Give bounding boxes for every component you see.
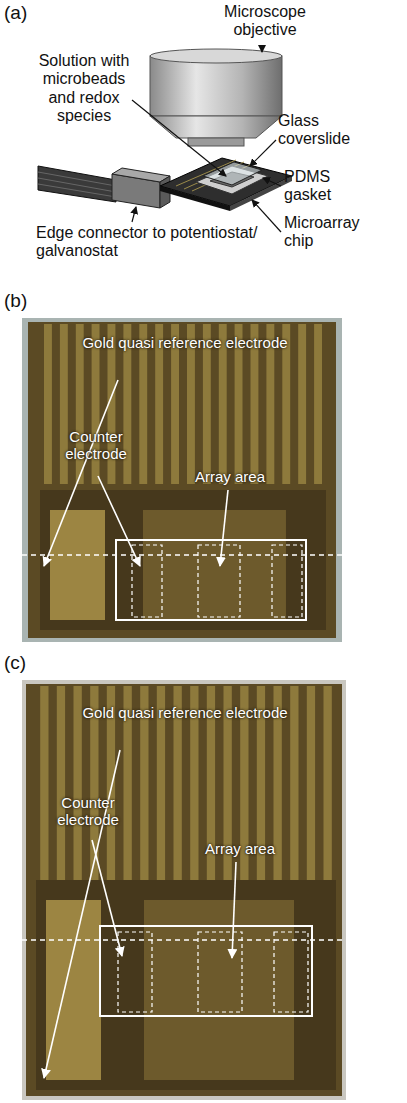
microscope-objective <box>188 138 244 146</box>
part-label: Edge connector to potentiostat/ galvanos… <box>36 224 281 261</box>
photo-overlay <box>22 554 342 556</box>
electrode-lead <box>44 324 52 484</box>
photo-overlay <box>100 926 312 1016</box>
chip-photo <box>22 680 346 1100</box>
region-label: Array area <box>180 840 300 857</box>
region-label: Array area <box>170 468 290 485</box>
photo-overlay <box>274 932 308 1012</box>
electrode-pad <box>143 510 286 620</box>
electrode-lead <box>40 686 48 886</box>
leader-line <box>263 178 281 186</box>
electrode-label: Counter electrode <box>46 428 146 463</box>
leader-line <box>132 207 136 222</box>
part-label: Solution with microbeads and redox speci… <box>36 52 132 126</box>
chip-substrate <box>36 880 336 1090</box>
photo-overlay <box>220 490 228 566</box>
electrode-lead <box>314 324 322 484</box>
microscope-objective <box>150 56 282 116</box>
photo-overlay <box>232 862 236 958</box>
microarray-chip <box>160 158 292 206</box>
chip-substrate <box>40 490 326 630</box>
leader-line <box>132 100 226 176</box>
photo-overlay <box>92 840 122 956</box>
electrode-lead <box>324 686 332 886</box>
reference-electrode-pad <box>50 510 105 620</box>
electrode-lead <box>290 686 298 886</box>
photo-overlay <box>198 545 240 617</box>
ribbon-cable <box>38 172 116 186</box>
electrode-lead <box>57 686 65 886</box>
photo-overlay <box>22 939 346 941</box>
part-label: Microscope objective <box>205 3 325 40</box>
photo-overlay <box>132 545 162 617</box>
chip-photo <box>22 318 342 642</box>
microarray-chip <box>160 158 292 211</box>
ribbon-cable <box>38 166 116 202</box>
photo-overlay <box>116 540 306 620</box>
electrode-label: Counter electrode <box>38 794 138 829</box>
glass-coverslide <box>203 162 262 185</box>
photo-overlay <box>98 476 140 566</box>
edge-connector <box>112 168 170 182</box>
panel-label: (b) <box>4 290 44 312</box>
electrode-label: Gold quasi reference electrode <box>80 704 290 721</box>
reference-electrode-pad <box>46 900 101 1080</box>
leader-line <box>132 45 281 232</box>
electrode-lead <box>74 686 82 886</box>
microscope-objective <box>150 49 282 146</box>
photo-overlay <box>22 750 346 1078</box>
leader-line <box>261 45 262 52</box>
ribbon-cable <box>38 184 116 197</box>
chip-photo <box>28 322 336 638</box>
electrode-lead <box>298 324 306 484</box>
chip-photo <box>22 680 346 1100</box>
ribbon-cable <box>38 166 116 202</box>
photo-overlay <box>272 545 302 617</box>
panel-label: (c) <box>4 652 44 674</box>
electrode-lead <box>307 686 315 886</box>
microscope-objective <box>150 116 282 138</box>
chip-photo <box>22 318 342 642</box>
electrode-label: Gold quasi reference electrode <box>80 334 290 351</box>
photo-overlay <box>198 932 242 1012</box>
panel-label: (a) <box>4 2 44 24</box>
part-label: Microarray chip <box>284 214 384 251</box>
ribbon-cable <box>38 178 116 192</box>
part-label: PDMS gasket <box>284 168 374 205</box>
leader-line <box>250 140 276 166</box>
photo-overlay <box>44 380 118 566</box>
photo-overlay <box>118 932 152 1012</box>
photo-overlay <box>22 380 342 620</box>
part-label: Glass coverslide <box>278 112 378 149</box>
chip-photo <box>26 684 342 1096</box>
glass-coverslide <box>203 162 262 185</box>
